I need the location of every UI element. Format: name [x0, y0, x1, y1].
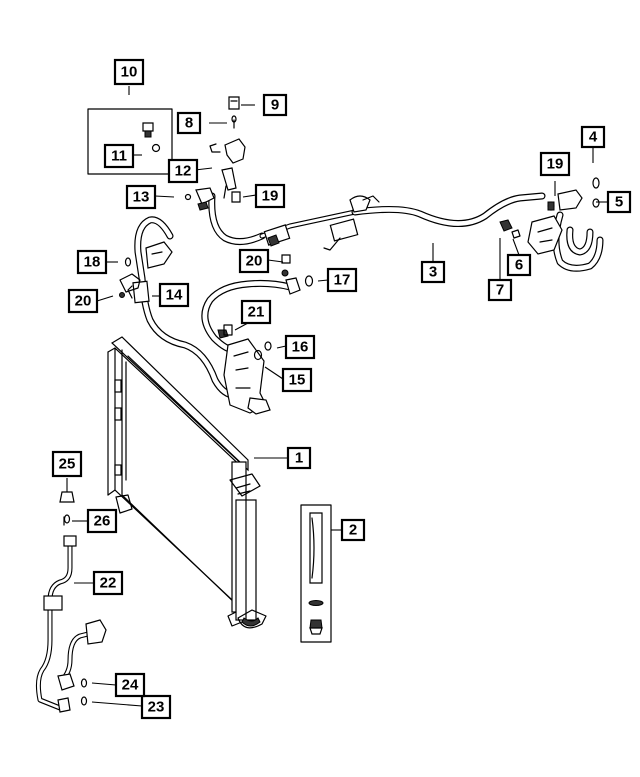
callout-label: 11 — [111, 148, 127, 165]
callout-label: 10 — [121, 64, 138, 81]
expansion-valve-assembly — [499, 177, 604, 272]
callout-13: 13 — [125, 184, 157, 210]
callout-label: 5 — [615, 194, 623, 211]
callout-label: 22 — [100, 575, 117, 592]
desiccant-kit — [300, 504, 332, 643]
callout-label: 8 — [185, 115, 193, 132]
callout-label: 26 — [94, 513, 111, 530]
service-valve-group — [87, 96, 314, 361]
callout-9: 9 — [262, 93, 288, 117]
callout-8: 8 — [176, 111, 202, 135]
callout-16: 16 — [284, 334, 316, 360]
callout-18: 18 — [76, 249, 108, 275]
suction-line — [127, 216, 244, 399]
callout-label: 7 — [496, 282, 504, 299]
callout-label: 17 — [334, 272, 351, 289]
callout-26: 26 — [86, 508, 118, 534]
callout-label: 4 — [589, 129, 598, 146]
callout-label: 1 — [295, 450, 303, 467]
callout-4: 4 — [580, 125, 606, 149]
leader-lines — [66, 86, 608, 707]
callout-22: 22 — [92, 570, 124, 596]
callout-23: 23 — [140, 694, 172, 720]
callout-7: 7 — [487, 278, 513, 302]
callout-label: 14 — [166, 287, 183, 304]
callout-label: 6 — [515, 257, 523, 274]
callout-6: 6 — [506, 253, 532, 277]
condenser — [107, 336, 267, 629]
auxiliary-line — [35, 491, 107, 713]
callout-label: 12 — [175, 163, 192, 180]
callout-17: 17 — [326, 267, 358, 293]
callout-10: 10 — [113, 58, 145, 86]
callout-label: 13 — [133, 189, 150, 206]
callout-label: 18 — [84, 254, 101, 271]
callout-3: 3 — [420, 260, 446, 284]
callout-12: 12 — [167, 158, 199, 184]
callout-14: 14 — [158, 282, 190, 308]
callout-11: 11 — [103, 143, 135, 169]
callout-label: 19 — [547, 156, 564, 173]
callout-label: 3 — [429, 264, 437, 281]
liquid-line — [208, 192, 546, 251]
callout-1: 1 — [286, 446, 312, 470]
discharge-line — [201, 277, 301, 415]
callout-label: 9 — [271, 97, 279, 114]
callout-25: 25 — [51, 450, 83, 478]
callout-label: 19 — [262, 188, 279, 205]
callout-label: 20 — [246, 253, 263, 270]
callout-label: 21 — [248, 304, 265, 321]
callout-19-lower: 19 — [254, 183, 286, 209]
callout-label: 15 — [289, 372, 306, 389]
callout-label: 23 — [148, 699, 165, 716]
callout-15: 15 — [281, 367, 313, 393]
callout-24: 24 — [114, 672, 146, 698]
callout-20-lower: 20 — [67, 288, 99, 314]
callout-label: 25 — [59, 456, 76, 473]
callout-label: 20 — [75, 293, 92, 310]
callout-label: 24 — [122, 677, 139, 694]
callout-20-upper: 20 — [238, 248, 270, 274]
callout-label: 16 — [292, 339, 309, 356]
callout-19-upper: 19 — [539, 151, 571, 177]
callout-label: 2 — [349, 522, 357, 539]
callout-2: 2 — [340, 518, 366, 542]
callout-5: 5 — [606, 190, 632, 214]
callout-21: 21 — [240, 299, 272, 325]
